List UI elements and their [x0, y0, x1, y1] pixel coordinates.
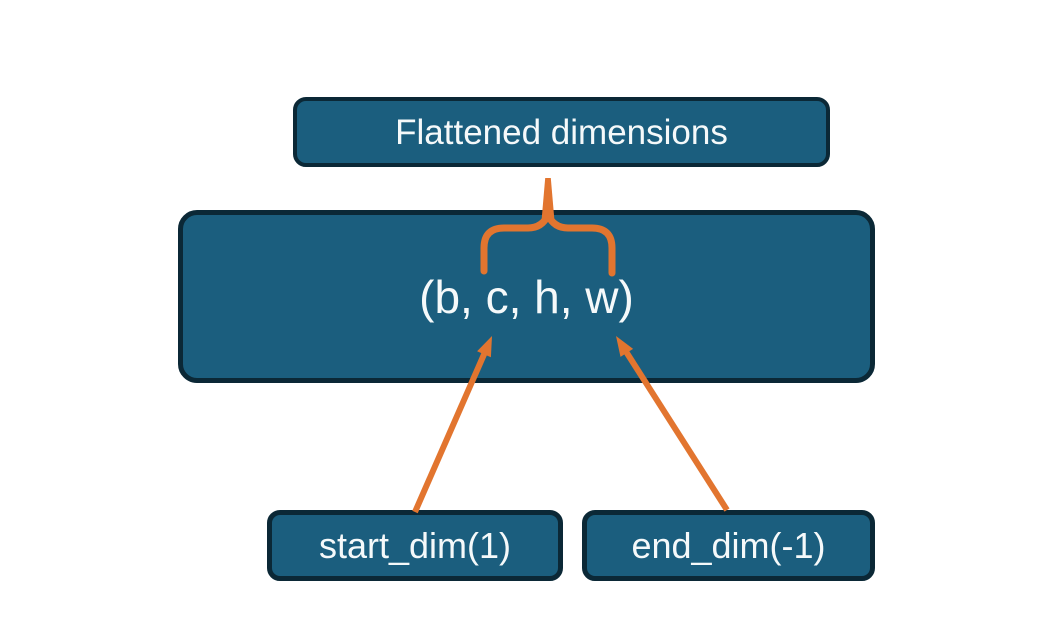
- end-dim-box: end_dim(-1): [582, 510, 875, 581]
- end-dim-label: end_dim(-1): [631, 524, 826, 566]
- start-dim-label: start_dim(1): [318, 524, 512, 566]
- start-dim-box: start_dim(1): [267, 510, 563, 581]
- tensor-shape-box: (b, c, h, w): [178, 210, 875, 383]
- flattened-dimensions-label: Flattened dimensions: [395, 112, 728, 152]
- tensor-shape-label: (b, c, h, w): [419, 270, 634, 323]
- flattened-dimensions-box: Flattened dimensions: [293, 97, 830, 167]
